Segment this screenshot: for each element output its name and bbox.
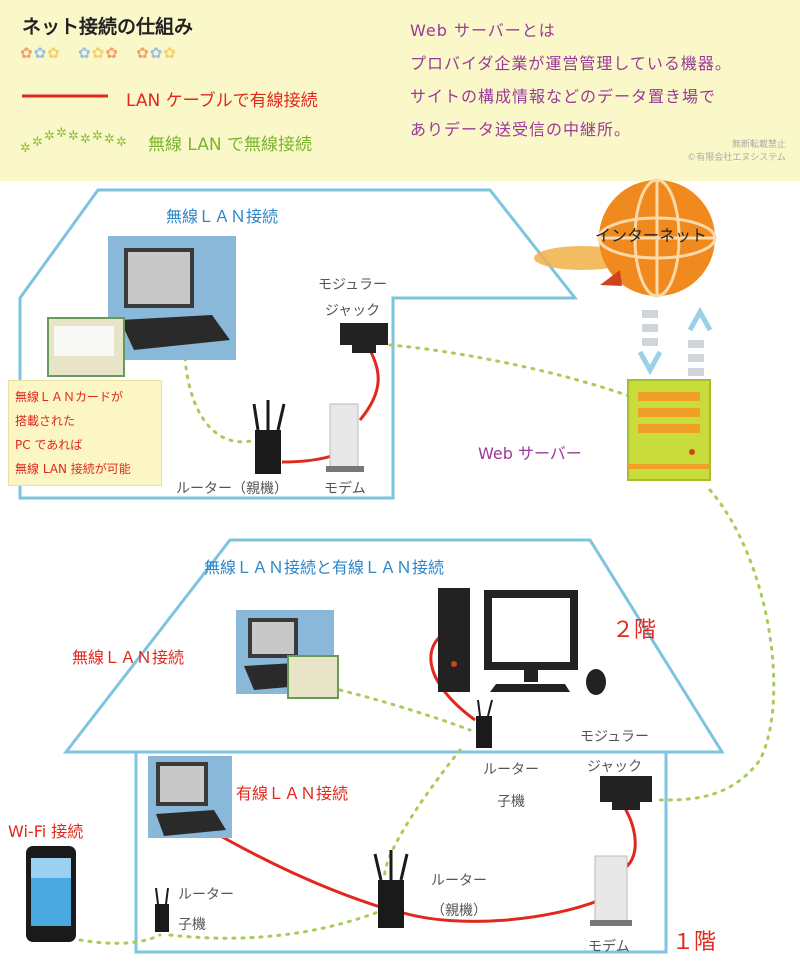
cable-jack-modem-top	[358, 349, 380, 421]
label-line: （親機）	[431, 903, 487, 919]
wireless-jack-server	[388, 343, 642, 402]
floor2-title: 無線ＬＡＮ接続と有線ＬＡＮ接続	[204, 558, 445, 577]
wireless-paths	[78, 343, 776, 945]
wireless-legend-line: ✲✲✲✲ ✲✲✲✲✲	[20, 126, 127, 156]
floor1-wired-label: 有線ＬＡＮ接続	[236, 784, 349, 803]
svg-text:✲: ✲	[56, 126, 67, 141]
cable-notebook-router	[209, 828, 391, 912]
svg-text:✲: ✲	[20, 141, 31, 156]
card-note-line: PC であれば	[15, 438, 83, 452]
svg-text:✲: ✲	[80, 132, 91, 147]
router-parent-1f-icon	[373, 850, 409, 928]
card-note-line: 無線 LAN 接続が可能	[15, 462, 131, 476]
label-line: 子機	[178, 917, 206, 933]
internet-globe-icon	[534, 178, 717, 298]
wired-legend-label: LAN ケーブルで有線接続	[126, 91, 318, 111]
modular-jack-1f-label: モジュラー ジャック	[580, 722, 649, 782]
wireless-server-jack-bottom	[658, 488, 776, 802]
svg-text:✲: ✲	[104, 132, 115, 147]
router-parent-label: ルーター（親機）	[176, 481, 288, 497]
svg-text:✲: ✲	[116, 135, 127, 150]
svg-text:✲: ✲	[68, 129, 79, 144]
label-line: ジャック	[324, 303, 381, 319]
label-line: ルーター	[178, 887, 234, 903]
wireless-phone	[78, 933, 162, 945]
note-line: Web サーバーとは	[410, 21, 556, 40]
cable-router-modem-bottom	[399, 898, 601, 923]
label-line: 子機	[497, 794, 525, 810]
svg-text:✲: ✲	[92, 129, 103, 144]
label-line: ジャック	[586, 759, 643, 775]
diagram-title: ネット接続の仕組み	[22, 16, 194, 38]
svg-text:✲: ✲	[32, 135, 43, 150]
modular-jack-1f-icon	[600, 776, 652, 810]
top-house-title: 無線ＬＡＮ接続	[166, 207, 279, 226]
floor2-label: ２階	[612, 618, 657, 643]
modem-label: モデム	[324, 481, 366, 497]
modem-icon	[326, 403, 364, 472]
notebook-pc-2f-icon	[236, 610, 339, 699]
note-line: サイトの構成情報などのデータ置き場で	[410, 87, 717, 106]
wifi-label: Wi-Fi 接続	[8, 822, 84, 841]
router-parent-icon	[252, 400, 286, 474]
card-note-line: 搭載された	[15, 414, 76, 428]
wireless-notebook-router	[183, 356, 257, 444]
label-line: ルーター	[483, 762, 539, 778]
smartphone-icon	[26, 846, 76, 942]
copyright-line: 無断転載禁止	[731, 140, 786, 150]
label-line: モジュラー	[580, 729, 650, 745]
desktop-pc-icon	[438, 588, 606, 695]
data-transfer-icon	[637, 306, 713, 376]
floor2-wireless-label: 無線ＬＡＮ接続	[72, 648, 185, 667]
modular-jack-icon	[340, 323, 388, 353]
label-line: モジュラー	[318, 277, 388, 293]
router-child-2f-icon	[476, 699, 493, 748]
modem-1f-icon	[590, 855, 632, 926]
web-server-label: Web サーバー	[478, 444, 582, 463]
flower-decoration: ✿✿✿ ✿✿✿ ✿✿✿	[20, 44, 177, 62]
router-child-1f-label: ルーター 子機	[178, 880, 234, 940]
cable-router-modem-top	[281, 453, 336, 464]
router-child-1f-icon	[155, 887, 169, 932]
floor1-label: １階	[672, 930, 717, 955]
wireless-router-child2	[168, 910, 380, 940]
internet-label: インターネット	[595, 226, 708, 245]
wlan-card-icon	[47, 317, 125, 377]
router-parent-1f-label: ルーター （親機）	[424, 866, 494, 926]
copyright: 無断転載禁止 ©有限会社エヌシステム	[666, 137, 786, 163]
svg-text:✲: ✲	[44, 129, 55, 144]
modular-jack-label: モジュラー ジャック	[318, 272, 387, 324]
legend-samples: ✲✲✲✲ ✲✲✲✲✲	[20, 94, 127, 156]
modem-1f-label: モデム	[588, 939, 630, 955]
note-line: ありデータ送受信の中継所。	[410, 120, 632, 139]
note-line: プロバイダ企業が運営管理している機器。	[410, 54, 732, 73]
wireless-legend-label: 無線 LAN で無線接続	[148, 135, 313, 155]
notebook-pc-icon	[108, 236, 236, 360]
web-server-icon	[627, 379, 711, 481]
notebook-pc-1f-icon	[148, 756, 232, 838]
floor2-outline	[62, 538, 725, 754]
wireless-notebook2-child	[338, 688, 472, 732]
card-note-line: 無線ＬＡＮカードが	[15, 390, 124, 404]
legend-panel	[0, 0, 800, 181]
label-line: ルーター	[431, 873, 487, 889]
wlan-card-note: 無線ＬＡＮカードが 搭載された PC であれば 無線 LAN 接続が可能	[8, 380, 162, 486]
wireless-child-router	[383, 748, 462, 882]
router-child-2f-label: ルーター 子機	[476, 754, 546, 818]
floor1-outline	[134, 750, 668, 954]
web-server-note: Web サーバーとは プロバイダ企業が運営管理している機器。 サイトの構成情報な…	[410, 18, 732, 143]
copyright-line: ©有限会社エヌシステム	[687, 153, 786, 163]
top-house-outline	[18, 188, 579, 500]
